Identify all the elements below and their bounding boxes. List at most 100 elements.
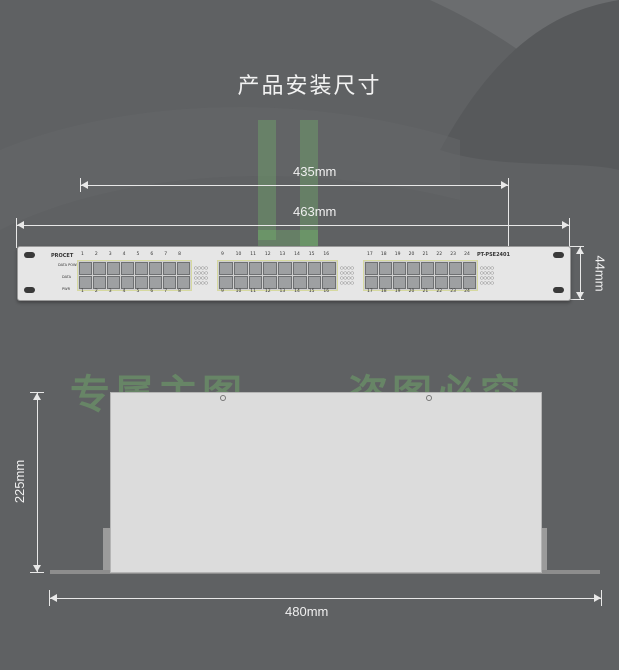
ethernet-port	[278, 262, 292, 275]
port-number: 17	[367, 289, 373, 294]
port-number: 20	[408, 289, 415, 294]
ethernet-port	[149, 262, 162, 275]
port-number: 10	[235, 252, 242, 257]
port-number: 20	[408, 252, 415, 257]
port-number: 6	[150, 252, 154, 257]
mount-hole-right-bottom	[553, 287, 564, 293]
ethernet-port	[307, 262, 322, 275]
port-number: 16	[323, 252, 330, 257]
ethernet-port	[79, 262, 92, 275]
port-number: 22	[436, 252, 443, 257]
dim-463-left-tick	[16, 218, 17, 248]
port-number: 8	[178, 252, 181, 257]
port-number: 13	[279, 289, 286, 294]
port-group-1	[77, 260, 192, 291]
port-number: 19	[394, 289, 401, 294]
model-label: PT-PSE2401	[476, 252, 510, 258]
dim-480-left-tick	[49, 590, 50, 606]
dim-463-arrow-right	[562, 221, 569, 229]
dim-44-arrow-down	[576, 292, 584, 299]
port-number: 1	[81, 289, 84, 294]
port-number: 6	[150, 289, 154, 294]
dim-total-width-label: 480mm	[285, 604, 329, 619]
ethernet-port	[365, 262, 378, 275]
dim-435-right-tick	[508, 178, 509, 248]
port-group-3	[363, 260, 478, 291]
port-number: 18	[380, 289, 387, 294]
dim-480-arrow-right	[594, 594, 601, 602]
ethernet-port	[421, 262, 434, 275]
led-indicators-1: ○○○○○○○○○○○○○○○○	[194, 265, 208, 285]
port-number: 13	[279, 252, 286, 257]
ethernet-port	[163, 262, 176, 275]
ethernet-port	[219, 262, 233, 275]
led-indicators-3: ○○○○○○○○○○○○○○○○	[480, 265, 494, 285]
dim-225-arrow-down	[33, 565, 41, 572]
ethernet-port	[292, 276, 307, 289]
ethernet-port	[463, 276, 476, 289]
port-number: 21	[422, 289, 429, 294]
port-number: 19	[394, 252, 401, 257]
ethernet-port	[365, 276, 378, 289]
ethernet-port	[248, 262, 263, 275]
port-number: 23	[450, 289, 456, 294]
ethernet-port	[393, 262, 406, 275]
port-number: 16	[323, 289, 330, 294]
dim-inner-width-label: 435mm	[293, 164, 337, 179]
ethernet-port	[307, 276, 322, 289]
ethernet-port	[135, 276, 148, 289]
ethernet-port	[219, 276, 233, 289]
dim-435-arrow-left	[81, 181, 88, 189]
ethernet-port	[322, 276, 336, 289]
ethernet-port	[93, 276, 106, 289]
dim-435-arrow-right	[501, 181, 508, 189]
brand-logo: PROCET	[51, 253, 74, 259]
ethernet-port	[263, 276, 277, 289]
ethernet-port	[149, 276, 162, 289]
ethernet-port	[163, 276, 176, 289]
dim-depth-label: 225mm	[12, 459, 28, 504]
screw-top-left	[220, 395, 226, 401]
ethernet-port	[121, 276, 134, 289]
port-number: 14	[294, 252, 300, 257]
port-number: 1	[81, 252, 84, 257]
dim-outer-width-label: 463mm	[293, 204, 337, 219]
port-number: 24	[464, 252, 470, 257]
dim-225-line	[37, 393, 38, 572]
dim-225-bottom-tick	[30, 572, 44, 573]
ethernet-port	[449, 262, 462, 275]
port-number: 12	[264, 289, 271, 294]
ethernet-port	[177, 276, 190, 289]
ethernet-port	[248, 276, 263, 289]
ethernet-port	[393, 276, 406, 289]
dim-44-line	[580, 247, 581, 299]
ethernet-port	[435, 262, 448, 275]
switch-top-view	[110, 392, 542, 573]
dim-44-bottom-tick	[570, 299, 584, 300]
ethernet-port	[135, 262, 148, 275]
mount-hole-left-bottom	[24, 287, 35, 293]
ethernet-port	[449, 276, 462, 289]
ethernet-port	[463, 262, 476, 275]
port-number: 17	[367, 252, 373, 257]
screw-top-right	[426, 395, 432, 401]
mount-bracket-left	[103, 528, 111, 572]
ethernet-port	[177, 262, 190, 275]
dim-225-arrow-up	[33, 393, 41, 400]
dim-44-arrow-up	[576, 247, 584, 254]
ethernet-port	[421, 276, 434, 289]
dim-height-label: 44mm	[592, 255, 608, 292]
port-number: 24	[464, 289, 470, 294]
data-label: DATA	[62, 275, 72, 279]
port-number: 7	[164, 252, 168, 257]
page-title: 产品安装尺寸	[237, 74, 382, 99]
port-number: 11	[250, 252, 256, 257]
port-number: 18	[380, 252, 387, 257]
dim-480-line	[50, 598, 601, 599]
ethernet-port	[93, 262, 106, 275]
port-number: 23	[450, 252, 456, 257]
port-number: 3	[108, 252, 112, 257]
dim-44-top-tick	[570, 246, 584, 247]
led-indicators-2: ○○○○○○○○○○○○○○○○	[340, 265, 354, 285]
